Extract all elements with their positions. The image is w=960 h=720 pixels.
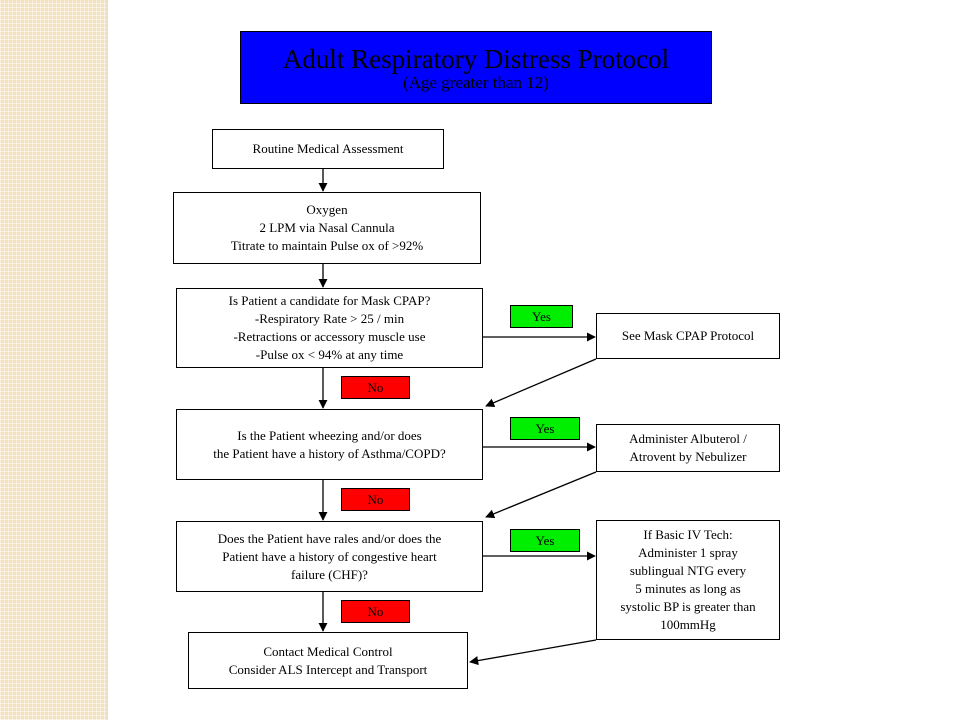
node-routine-assessment: Routine Medical Assessment <box>212 129 444 169</box>
node-text-line: failure (CHF)? <box>291 566 368 582</box>
side-stripe-edge <box>106 0 108 720</box>
no-label-cpap: No <box>341 376 410 399</box>
node-cpap-question: Is Patient a candidate for Mask CPAP? -R… <box>176 288 483 368</box>
node-text-line: Contact Medical Control <box>263 643 393 659</box>
node-text-line: Routine Medical Assessment <box>252 141 404 156</box>
node-text-line: Administer 1 spray <box>638 545 738 560</box>
node-wheezing-question: Is the Patient wheezing and/or does the … <box>176 409 483 480</box>
node-cpap-protocol: See Mask CPAP Protocol <box>596 313 780 359</box>
node-chf-question: Does the Patient have rales and/or does … <box>176 521 483 592</box>
node-text-line: 5 minutes as long as <box>635 581 741 596</box>
arrow-ntg-return <box>469 639 597 666</box>
node-text-line: Does the Patient have rales and/or does … <box>217 530 442 546</box>
node-albuterol: Administer Albuterol / Atrovent by Nebul… <box>596 424 780 472</box>
node-text-line: systolic BP is greater than <box>620 599 756 614</box>
node-text-line: 2 LPM via Nasal Cannula <box>259 220 395 235</box>
yes-label-chf: Yes <box>510 529 580 552</box>
page-subtitle: (Age greater than 12) <box>403 73 549 92</box>
yes-label-cpap: Yes <box>510 305 573 328</box>
node-text-line: Is the Patient wheezing and/or does <box>237 427 422 443</box>
decorative-side-stripe <box>0 0 106 720</box>
yes-label-wheezing: Yes <box>510 417 580 440</box>
title-banner: Adult Respiratory Distress Protocol (Age… <box>240 31 712 104</box>
node-text-line: Administer Albuterol / <box>629 431 747 446</box>
arrow-cpap-protocol-return <box>485 358 597 407</box>
no-label-wheezing: No <box>341 488 410 511</box>
node-text-line: Oxygen <box>306 202 348 217</box>
node-text-line: Patient have a history of congestive hea… <box>222 548 437 564</box>
node-text-line: -Respiratory Rate > 25 / min <box>254 311 405 326</box>
node-text-line: Titrate to maintain Pulse ox of >92% <box>230 238 424 253</box>
node-text-line: If Basic IV Tech: <box>643 527 733 542</box>
node-text-line: -Pulse ox < 94% at any time <box>255 347 404 362</box>
node-ntg: If Basic IV Tech: Administer 1 spray sub… <box>596 520 780 640</box>
node-text-line: sublingual NTG every <box>629 563 747 578</box>
node-text-line: See Mask CPAP Protocol <box>621 328 755 343</box>
node-text-line: Atrovent by Nebulizer <box>629 449 747 464</box>
node-medical-control: Contact Medical Control Consider ALS Int… <box>188 632 468 689</box>
node-text-line: Is Patient a candidate for Mask CPAP? <box>228 293 431 308</box>
arrow-albuterol-return <box>485 471 597 519</box>
node-oxygen: Oxygen 2 LPM via Nasal Cannula Titrate t… <box>173 192 481 264</box>
no-label-chf: No <box>341 600 410 623</box>
page-title: Adult Respiratory Distress Protocol <box>282 44 670 74</box>
node-text-line: 100mmHg <box>660 617 716 632</box>
node-text-line: Consider ALS Intercept and Transport <box>228 661 428 677</box>
node-text-line: -Retractions or accessory muscle use <box>233 329 426 344</box>
node-text-line: the Patient have a history of Asthma/COP… <box>213 445 446 461</box>
